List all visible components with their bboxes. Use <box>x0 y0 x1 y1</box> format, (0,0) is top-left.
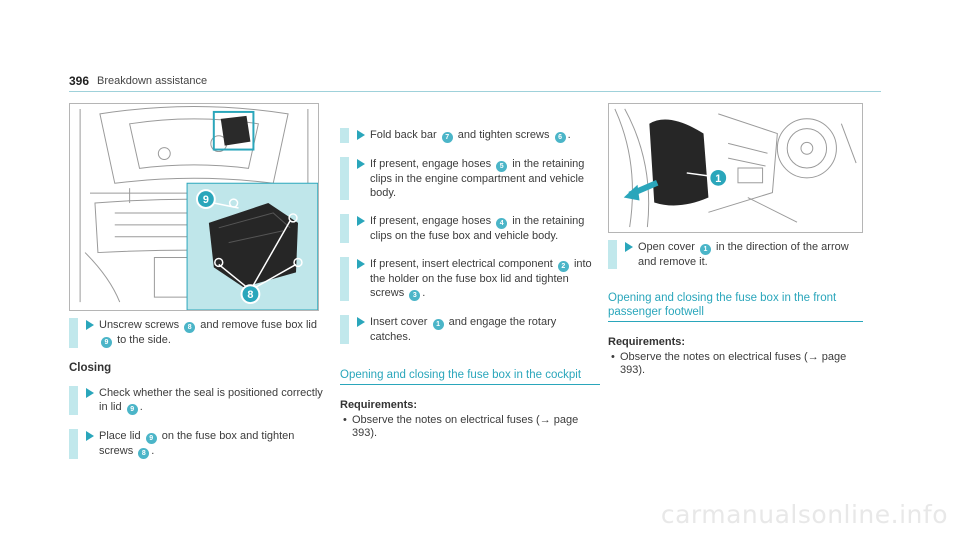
footwell-illustration: 1 <box>608 103 863 233</box>
step-text: Open cover 1 in the direction of the arr… <box>638 240 868 269</box>
step-unscrew-screws: Unscrew screws 8 and remove fuse box lid… <box>69 318 329 348</box>
step-text: If present, engage hoses 4 in the retain… <box>370 214 600 243</box>
text-part: on the fuse box and tighten screws <box>99 430 295 457</box>
text-part: Place lid <box>99 430 141 442</box>
step-text: Fold back bar 7 and tighten screws 6. <box>370 128 600 143</box>
step-text: If present, insert electrical component … <box>370 257 600 301</box>
text-part: If present, insert electrical component <box>370 258 553 270</box>
step-arrow-icon <box>357 317 365 327</box>
text-part: . <box>422 287 426 299</box>
closing-heading: Closing <box>69 362 112 374</box>
text-part: in the retaining clips on the fuse box a… <box>370 215 585 242</box>
cockpit-fuse-box-heading: Opening and closing the fuse box in the … <box>340 368 600 385</box>
step-insert-cover: Insert cover 1 and engage the rotary cat… <box>340 315 600 344</box>
text-part: to the side. <box>117 334 171 346</box>
step-open-cover: Open cover 1 in the direction of the arr… <box>608 240 868 269</box>
step-fold-back-bar: Fold back bar 7 and tighten screws 6. <box>340 128 600 143</box>
callout-8-label: 8 <box>247 289 253 301</box>
requirements-label: Requirements: <box>608 336 686 348</box>
footwell-drawing: 1 <box>614 108 857 228</box>
callout-9-label: 9 <box>203 194 209 206</box>
engine-compartment-drawing: 9 8 <box>79 105 318 310</box>
text-part: If present, engage hoses <box>370 158 492 170</box>
callout-badge: 5 <box>496 161 508 172</box>
step-text: If present, engage hoses 5 in the retain… <box>370 157 600 200</box>
requirement-text: Observe the notes on electrical fuses (→… <box>352 414 579 439</box>
callout-badge: 9 <box>101 337 112 348</box>
callout-badge: 4 <box>496 218 508 229</box>
callout-1-label: 1 <box>715 173 721 185</box>
text-part: and tighten screws <box>457 129 550 141</box>
callout-9-marker <box>195 189 216 209</box>
callout-badge: 1 <box>432 319 444 330</box>
callout-badge: 8 <box>138 448 150 459</box>
callout-badge: 2 <box>557 261 569 272</box>
page-number: 396 <box>69 74 90 88</box>
step-engage-hoses-5: If present, engage hoses 5 in the retain… <box>340 157 600 200</box>
step-text: Check whether the seal is positioned cor… <box>99 386 329 415</box>
step-arrow-icon <box>625 242 633 252</box>
step-arrow-icon <box>357 259 365 269</box>
step-arrow-icon <box>357 130 365 140</box>
text-part: . <box>567 129 571 141</box>
callout-badge: 7 <box>441 132 453 143</box>
requirements-label: Requirements: <box>340 399 418 411</box>
step-arrow-icon <box>357 159 365 169</box>
step-arrow-icon <box>86 320 94 330</box>
step-bar <box>340 128 349 143</box>
text-part: If present, engage hoses <box>370 215 492 227</box>
callout-badge: 1 <box>699 244 711 255</box>
step-bar <box>608 240 617 269</box>
callout-badge: 3 <box>409 290 421 301</box>
text-part: in the retaining clips in the engine com… <box>370 158 585 199</box>
callout-badge: 8 <box>184 322 196 333</box>
text-part: and remove fuse box lid <box>200 319 317 331</box>
step-engage-hoses-4: If present, engage hoses 4 in the retain… <box>340 214 600 243</box>
requirement-item: • Observe the notes on electrical fuses … <box>608 351 868 377</box>
callout-badge: 9 <box>145 433 157 444</box>
column-left: Unscrew screws 8 and remove fuse box lid… <box>69 318 329 473</box>
callout-8-marker <box>240 284 261 305</box>
step-bar <box>69 429 78 459</box>
text-part: . <box>139 401 143 413</box>
step-arrow-icon <box>86 431 94 441</box>
callout-badge: 6 <box>554 132 566 143</box>
requirement-item: • Observe the notes on electrical fuses … <box>340 414 600 440</box>
callout-1-marker <box>708 168 729 188</box>
section-title: Breakdown assistance <box>97 75 208 87</box>
step-text: Insert cover 1 and engage the rotary cat… <box>370 315 600 344</box>
step-bar <box>340 315 349 344</box>
step-text: Unscrew screws 8 and remove fuse box lid… <box>99 318 329 348</box>
text-part: Unscrew screws <box>99 319 180 331</box>
engine-compartment-illustration: 9 8 <box>69 103 319 311</box>
callout-badge: 9 <box>126 404 138 415</box>
text-part: . <box>151 445 155 457</box>
step-bar <box>69 318 78 348</box>
column-right: Open cover 1 in the direction of the arr… <box>608 240 868 377</box>
requirement-text: Observe the notes on electrical fuses (→… <box>620 351 847 376</box>
column-middle: Fold back bar 7 and tighten screws 6. If… <box>340 128 600 440</box>
step-bar <box>340 214 349 243</box>
step-bar <box>340 257 349 301</box>
text-part: Open cover <box>638 241 695 253</box>
bullet-icon: • <box>611 351 615 363</box>
page-header: 396 Breakdown assistance <box>69 74 881 92</box>
footwell-fuse-box-heading: Opening and closing the fuse box in the … <box>608 291 863 322</box>
step-arrow-icon <box>357 216 365 226</box>
bullet-icon: • <box>343 414 347 426</box>
step-check-seal: Check whether the seal is positioned cor… <box>69 386 329 415</box>
text-part: and engage the rotary catches. <box>370 316 557 343</box>
text-part: Fold back bar <box>370 129 437 141</box>
step-bar <box>340 157 349 200</box>
watermark: carmanualsonline.info <box>660 500 948 529</box>
text-part: Insert cover <box>370 316 428 328</box>
step-arrow-icon <box>86 388 94 398</box>
text-part: in the direction of the arrow and remove… <box>638 241 849 268</box>
step-insert-component: If present, insert electrical component … <box>340 257 600 301</box>
step-bar <box>69 386 78 415</box>
step-place-lid: Place lid 9 on the fuse box and tighten … <box>69 429 329 459</box>
text-part: Check whether the seal is positioned cor… <box>99 387 323 413</box>
step-text: Place lid 9 on the fuse box and tighten … <box>99 429 329 459</box>
text-part: into the holder on the fuse box lid and … <box>370 258 592 299</box>
